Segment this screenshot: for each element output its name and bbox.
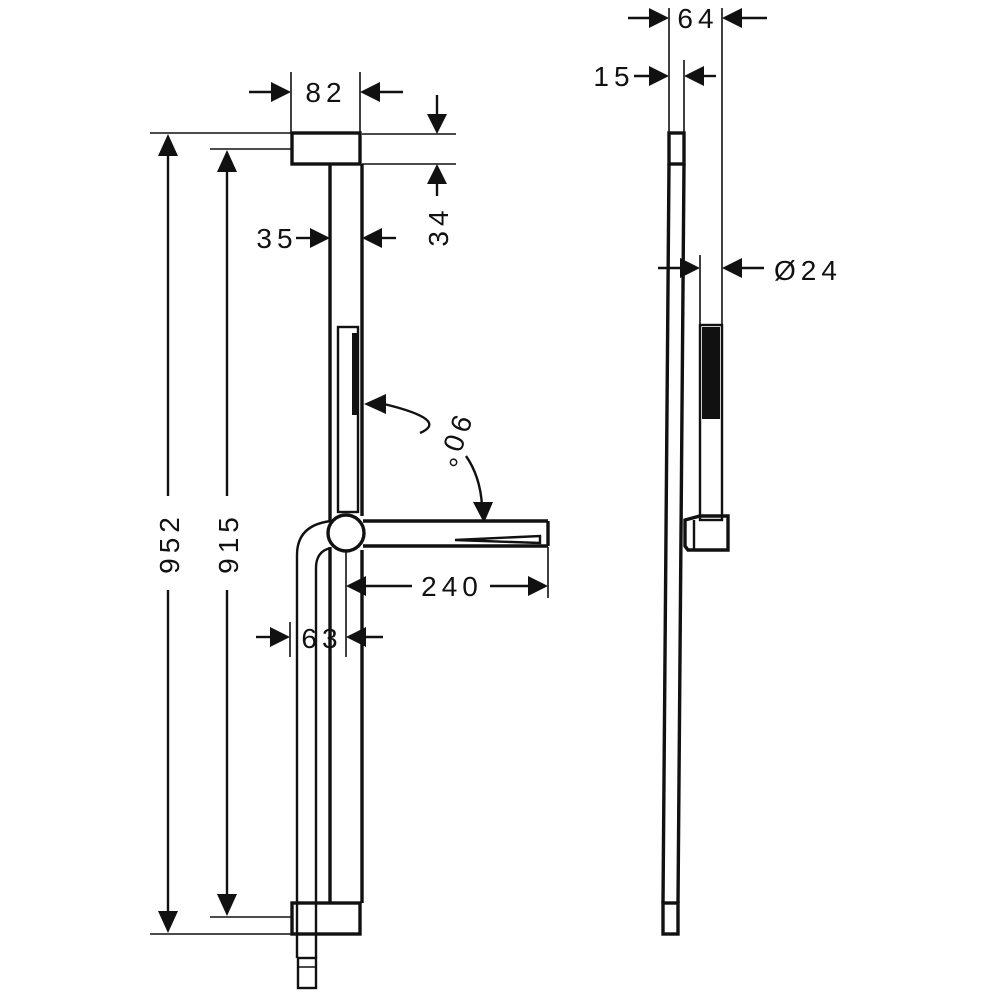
dimension-diameter-24: Ø24 [658, 255, 842, 325]
dimension-63-label: 63 [301, 623, 342, 654]
side-rail [661, 131, 686, 936]
dimension-34-label: 34 [423, 205, 454, 246]
dimension-82: 82 [249, 72, 403, 133]
dimension-240-label: 240 [421, 571, 483, 602]
side-holder [683, 514, 730, 552]
dimension-diameter-24-label: Ø24 [774, 255, 842, 286]
top-bracket [290, 131, 362, 166]
hand-shower [336, 325, 360, 514]
dimension-82-label: 82 [305, 77, 346, 108]
dimension-15: 15 [593, 60, 716, 133]
dimension-35-label: 35 [256, 223, 297, 254]
rail [328, 164, 364, 903]
side-view: 64 15 Ø24 [593, 3, 842, 936]
dimension-64: 64 [628, 3, 767, 325]
dimension-64-label: 64 [677, 3, 718, 34]
holder-joint [326, 513, 366, 553]
angle-90: 90° [364, 394, 493, 523]
dimension-915-label: 915 [213, 512, 244, 574]
dimension-63: 63 [256, 622, 383, 657]
shower-hose [295, 519, 332, 990]
side-hand-shower [698, 323, 724, 522]
holder-arm [363, 519, 550, 548]
dimension-240: 240 [345, 547, 549, 657]
front-view: 82 34 35 952 [150, 72, 550, 990]
dimension-952: 952 [150, 132, 292, 935]
dimension-15-label: 15 [593, 61, 634, 92]
dimension-34: 34 [362, 95, 456, 247]
dimension-35: 35 [256, 223, 396, 254]
bottom-bracket [290, 901, 362, 936]
dimension-952-label: 952 [154, 512, 185, 574]
dimension-915: 915 [210, 148, 292, 918]
